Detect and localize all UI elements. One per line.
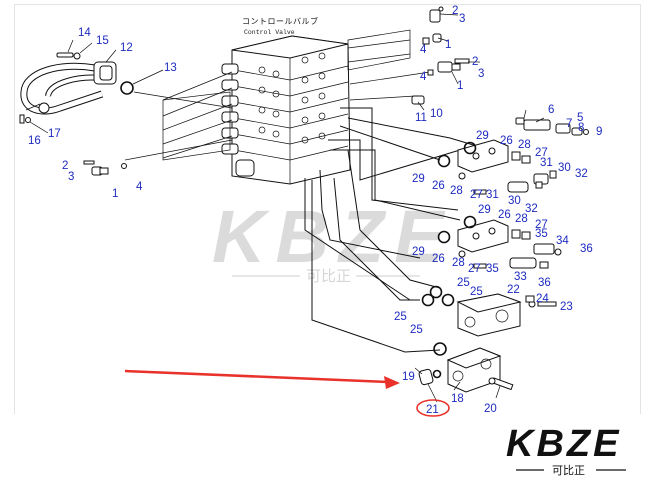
label-27-a: 27: [535, 147, 548, 159]
label-26-c: 26: [498, 209, 511, 221]
label-27-b: 27: [470, 189, 483, 201]
label-25-d: 25: [410, 324, 423, 336]
label-4-mid: 4: [420, 71, 427, 83]
guide-lines-left: [124, 29, 431, 161]
label-4-left: 4: [136, 181, 143, 193]
oring-29a: [437, 154, 451, 168]
highlight-part-21: [124, 369, 450, 417]
label-1-top: 1: [445, 39, 451, 51]
label-3-left: 3: [68, 171, 74, 183]
label-27-d: 27: [468, 263, 481, 275]
label-17: 17: [48, 128, 61, 140]
label-29-a: 29: [476, 130, 489, 142]
label-35-a: 35: [535, 228, 548, 240]
label-1-mid: 1: [457, 80, 463, 92]
oring-29c: [437, 230, 451, 244]
oring-13: [120, 81, 134, 95]
label-1-left: 1: [112, 188, 118, 200]
oring-29d: [463, 215, 477, 229]
label-15: 15: [96, 35, 109, 47]
small-fittings: [19, 6, 470, 176]
label-35-b: 35: [486, 263, 499, 275]
label-28-c: 28: [515, 213, 528, 225]
label-25-c: 25: [394, 311, 407, 323]
label-19: 19: [402, 371, 415, 383]
red-arrow-head-icon: [384, 376, 400, 389]
label-28-d: 28: [452, 257, 465, 269]
label-32-b: 32: [525, 203, 538, 215]
label-24: 24: [536, 293, 549, 305]
label-26-d: 26: [432, 253, 445, 265]
label-4-top: 4: [420, 44, 427, 56]
label-11: 11: [415, 112, 427, 124]
label-13: 13: [164, 62, 177, 74]
watermark-subtext: 可比正: [306, 267, 351, 285]
red-circle-marker: [416, 399, 450, 417]
diagram-title-jp: コントロールバルブ: [242, 16, 319, 26]
label-29-d: 29: [412, 246, 425, 258]
label-26-b: 26: [432, 180, 445, 192]
label-2-top: 2: [452, 5, 458, 17]
pipe-assembly-12: [20, 61, 117, 115]
logo-text: KBZE: [506, 423, 621, 465]
label-30-b: 30: [508, 195, 521, 207]
oring-29b: [463, 141, 477, 155]
leader-lines: [25, 13, 545, 403]
watermark: KBZE 可比正: [212, 195, 453, 285]
part-number-labels: 14 15 12 13 17 16 2 3 1 4 2 3 4 1 2 3 4 …: [28, 5, 602, 416]
label-36-b: 36: [538, 277, 551, 289]
label-2-mid: 2: [472, 56, 478, 68]
label-29-c: 29: [478, 204, 491, 216]
label-5: 5: [577, 112, 583, 124]
label-23: 23: [560, 301, 573, 313]
part-21-fitting: [418, 368, 434, 386]
label-7: 7: [566, 118, 572, 130]
label-31-a: 31: [540, 157, 553, 169]
label-34: 34: [556, 235, 569, 247]
diagram-title-en: Control Valve: [244, 29, 295, 36]
label-31-b: 31: [486, 189, 499, 201]
label-21: 21: [426, 404, 439, 416]
watermark-text: KBZE: [212, 195, 453, 278]
label-25-a: 25: [457, 277, 470, 289]
label-33: 33: [514, 271, 527, 283]
label-18: 18: [451, 393, 464, 405]
label-27-c: 27: [535, 219, 548, 231]
label-28-a: 28: [518, 139, 531, 151]
label-25-b: 25: [470, 286, 483, 298]
label-6: 6: [548, 104, 554, 116]
control-valve-body: [221, 35, 351, 185]
label-10: 10: [430, 108, 443, 120]
label-2-left: 2: [62, 160, 68, 172]
label-16: 16: [28, 135, 41, 147]
frame-left-rule: [14, 4, 15, 414]
label-14: 14: [78, 27, 91, 39]
frame-right-rule: [640, 4, 641, 414]
plug-assembly-5: [515, 117, 589, 136]
label-3-mid: 3: [478, 68, 484, 80]
logo-subtext: 可比正: [552, 464, 585, 477]
label-32-a: 32: [575, 168, 588, 180]
kbze-logo: KBZE 可比正: [506, 423, 626, 477]
label-29-b: 29: [412, 173, 425, 185]
label-22: 22: [507, 284, 520, 296]
label-30-a: 30: [558, 162, 571, 174]
label-12: 12: [120, 42, 133, 54]
valve-block-upper: [457, 139, 557, 195]
valve-block-18: [418, 342, 514, 393]
frame-top-rule: [14, 4, 640, 5]
label-28-b: 28: [450, 185, 463, 197]
label-8: 8: [578, 122, 584, 134]
label-20: 20: [484, 403, 497, 415]
label-3-top: 3: [459, 13, 465, 25]
label-26-a: 26: [500, 135, 513, 147]
pipe-routing-lines: [304, 107, 491, 353]
label-9: 9: [596, 126, 602, 138]
valve-block-22: [421, 285, 557, 337]
label-36-a: 36: [580, 243, 593, 255]
